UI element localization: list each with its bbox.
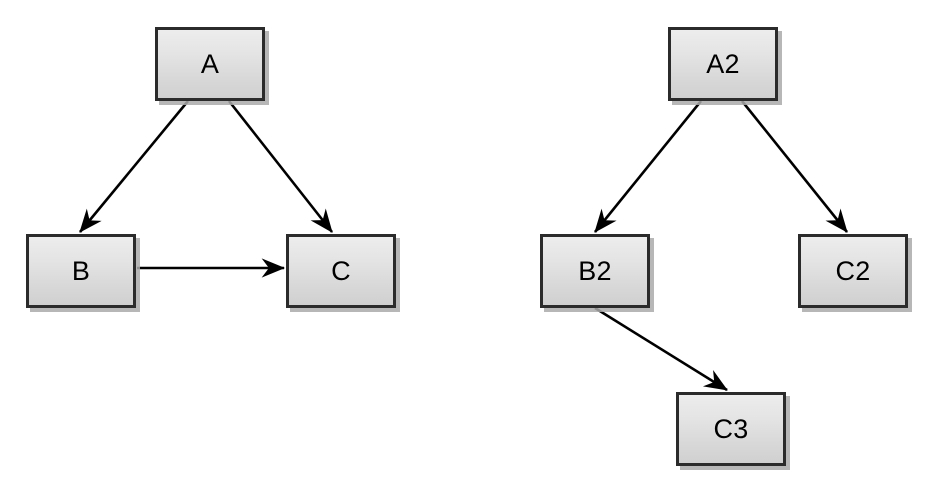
edge-a-c bbox=[227, 100, 334, 233]
edges-group bbox=[78, 100, 849, 392]
edge-a-b bbox=[78, 100, 190, 233]
edge-a2-c2 bbox=[740, 100, 849, 233]
node-label-c2: C2 bbox=[835, 255, 871, 286]
node-c[interactable]: C bbox=[286, 234, 396, 308]
node-a[interactable]: A bbox=[155, 27, 265, 101]
node-label-b2: B2 bbox=[578, 255, 612, 286]
node-label-a: A bbox=[200, 48, 220, 79]
node-c2[interactable]: C2 bbox=[798, 234, 908, 308]
node-label-c3: C3 bbox=[713, 413, 749, 444]
node-label-b: B bbox=[71, 255, 91, 286]
edge-a2-b2 bbox=[593, 100, 703, 233]
node-c3[interactable]: C3 bbox=[676, 392, 786, 466]
node-label-c: C bbox=[331, 255, 351, 286]
node-b2[interactable]: B2 bbox=[540, 234, 650, 308]
node-b[interactable]: B bbox=[26, 234, 136, 308]
edge-b2-c3 bbox=[594, 306, 728, 392]
node-a2[interactable]: A2 bbox=[668, 27, 778, 101]
node-label-a2: A2 bbox=[706, 48, 740, 79]
